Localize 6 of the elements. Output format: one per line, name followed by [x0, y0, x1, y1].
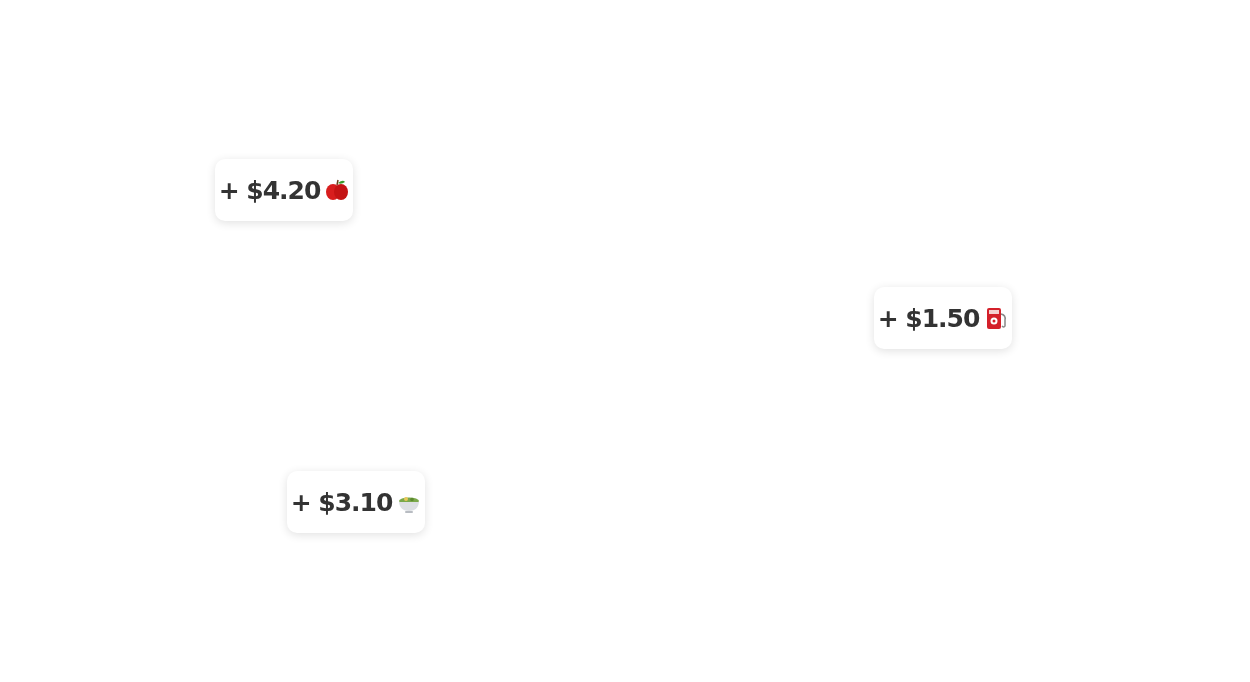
amount-text: + $1.50: [877, 303, 980, 333]
amount-text: + $3.10: [290, 487, 393, 517]
amount-card: [874, 287, 1012, 349]
amount-text: + $4.20: [218, 175, 321, 205]
amount-card: [287, 471, 425, 533]
amount-card: [215, 159, 353, 221]
